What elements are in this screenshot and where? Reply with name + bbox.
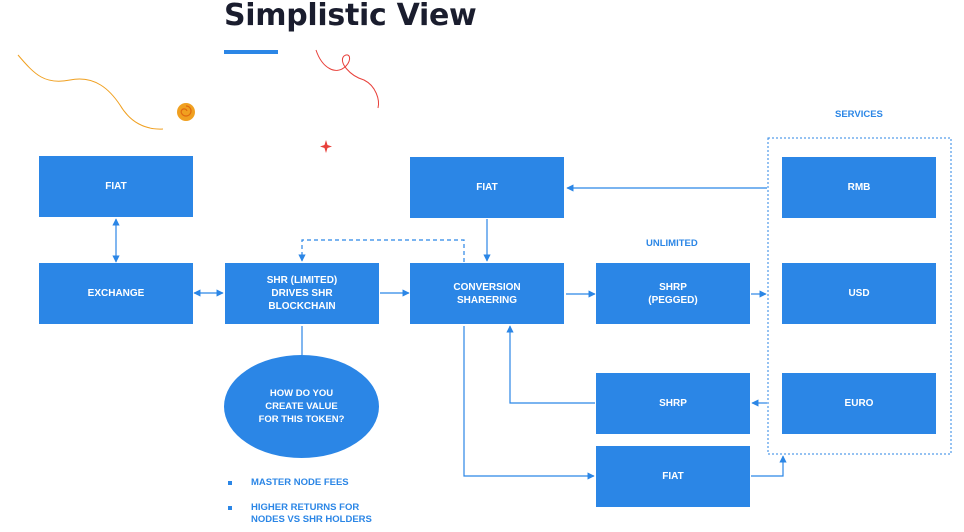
arrow-fiat-bottom-services bbox=[751, 455, 787, 477]
arrow-conversion-fiat-bottom bbox=[463, 326, 595, 480]
euro-box: EURO bbox=[782, 373, 936, 434]
conversion-sharering-box: CONVERSION SHARERING bbox=[410, 263, 564, 324]
red-sparkle-icon bbox=[320, 140, 332, 153]
bullet-marker bbox=[228, 481, 232, 485]
orange-swirl-icon bbox=[177, 103, 195, 121]
fiat-box-bottom: FIAT bbox=[596, 446, 750, 507]
bullet-text-higher-returns: HIGHER RETURNS FOR NODES VS SHR HOLDERS bbox=[251, 502, 372, 525]
bullet-marker bbox=[228, 506, 232, 510]
services-group-frame bbox=[767, 137, 952, 455]
rmb-box: RMB bbox=[782, 157, 936, 218]
orange-squiggle-decoration bbox=[17, 54, 164, 130]
usd-box: USD bbox=[782, 263, 936, 324]
title-underline bbox=[224, 50, 278, 54]
arrow-shrp-conversion bbox=[506, 325, 595, 404]
exchange-box: EXCHANGE bbox=[39, 263, 193, 324]
question-ellipse: HOW DO YOU CREATE VALUE FOR THIS TOKEN? bbox=[224, 355, 379, 458]
shr-limited-box: SHR (LIMITED) DRIVES SHR BLOCKCHAIN bbox=[225, 263, 379, 324]
red-squiggle-decoration bbox=[315, 49, 379, 109]
shrp-box: SHRP bbox=[596, 373, 750, 434]
fiat-box-center: FIAT bbox=[410, 157, 564, 218]
dashed-link-conversion-shr bbox=[298, 239, 465, 262]
shrp-pegged-box: SHRP (PEGGED) bbox=[596, 263, 750, 324]
page-title: Simplistic View bbox=[224, 0, 477, 33]
fiat-box-left: FIAT bbox=[39, 156, 193, 217]
unlimited-label: UNLIMITED bbox=[646, 238, 698, 249]
bullet-text-master-node-fees: MASTER NODE FEES bbox=[251, 477, 349, 488]
services-label: SERVICES bbox=[835, 109, 883, 120]
